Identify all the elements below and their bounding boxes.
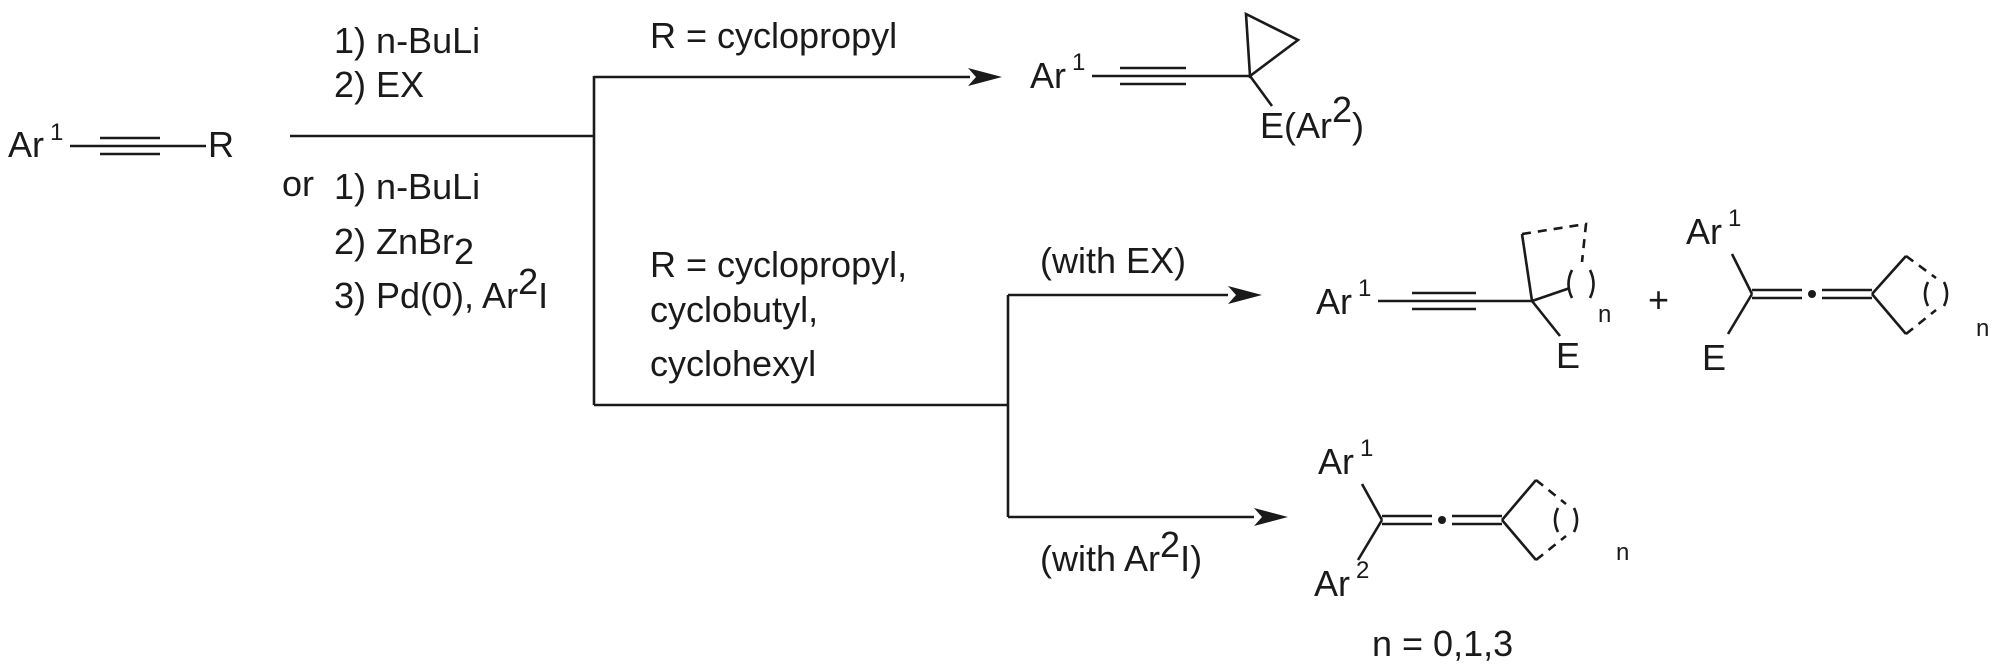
ar2i-allene-ring-paren-left bbox=[1553, 507, 1560, 533]
top-product-cyclopropane-ring bbox=[1244, 11, 1301, 79]
ex-alkyne-ar-label: Ar bbox=[1316, 281, 1352, 322]
split-upper-arrowhead bbox=[1228, 286, 1262, 304]
branch-bottom-label-1: R = cyclopropyl, bbox=[650, 244, 907, 285]
ex-ring-paren-right bbox=[1588, 269, 1595, 299]
split-lower-arrowhead bbox=[1254, 508, 1288, 526]
ar2i-allene-ring-paren-right bbox=[1572, 507, 1579, 533]
ex-ring-left-edge bbox=[1520, 233, 1534, 302]
branch-top-label: R = cyclopropyl bbox=[650, 15, 897, 56]
start-ar-superscript: 1 bbox=[50, 119, 63, 146]
ex-allene-ring-paren-right bbox=[1942, 281, 1949, 307]
top-product-ar-label: Ar bbox=[1030, 55, 1066, 96]
top-product-ar-superscript: 1 bbox=[1072, 49, 1085, 76]
branch-top-arrowhead bbox=[968, 68, 1002, 86]
product-allene-e: Ar 1 E n bbox=[1686, 205, 1989, 378]
ex-ring-lower-edge bbox=[1531, 286, 1571, 303]
condition-alt1: 1) n-BuLi bbox=[334, 166, 480, 207]
condition-alt3: 3) Pd(0), Ar2I bbox=[334, 261, 548, 316]
starting-alkyne: Ar 1 R bbox=[8, 119, 234, 165]
product-allene-ar2: Ar 1 Ar 2 n bbox=[1314, 435, 1629, 604]
ar2i-allene-ring-upper bbox=[1501, 479, 1537, 521]
ex-allene-ring-dashed-lower bbox=[1905, 308, 1937, 336]
reaction-conditions: 1) n-BuLi 2) EX or 1) n-BuLi 2) ZnBr2 3)… bbox=[282, 20, 594, 316]
ex-allene-ar-bond bbox=[1730, 253, 1754, 295]
ex-alkyne-e-bond bbox=[1530, 300, 1562, 337]
product-cycloalkyl-alkyne: Ar 1 n E bbox=[1316, 222, 1611, 376]
ar2i-allene-ar2-superscript: 2 bbox=[1356, 557, 1369, 584]
branch-lines bbox=[592, 68, 1288, 526]
ar2i-allene-ar2-bond bbox=[1356, 519, 1384, 561]
plus-sign: + bbox=[1648, 279, 1669, 320]
product-cyclopropyl-alkyne: Ar 1 E(Ar2) bbox=[1030, 11, 1364, 146]
branch-bottom-label-3: cyclohexyl bbox=[650, 343, 816, 384]
condition-alt2: 2) ZnBr2 bbox=[334, 221, 474, 272]
ex-allene-ar-label: Ar bbox=[1686, 211, 1722, 252]
ex-ring-dashed-edge bbox=[1521, 222, 1588, 263]
with-ar2i-label: (with Ar2I) bbox=[1040, 524, 1202, 579]
ex-ring-n-subscript: n bbox=[1598, 301, 1611, 328]
ex-allene-ar-superscript: 1 bbox=[1728, 205, 1741, 232]
n-values-note: n = 0,1,3 bbox=[1372, 623, 1513, 664]
ex-allene-e-label: E bbox=[1702, 337, 1726, 378]
ar2i-allene-n-subscript: n bbox=[1616, 539, 1629, 566]
ex-ring-paren-left bbox=[1567, 269, 1574, 299]
condition-step2: 2) EX bbox=[334, 64, 424, 105]
ar2i-allene-ring-dashed-lower bbox=[1535, 534, 1567, 562]
ar2i-allene-ar1-bond bbox=[1360, 483, 1384, 521]
start-ar-label: Ar bbox=[8, 124, 44, 165]
ex-allene-n-subscript: n bbox=[1976, 315, 1989, 342]
ex-allene-ring-dashed-upper bbox=[1905, 254, 1937, 280]
ex-allene-ring-upper bbox=[1871, 255, 1907, 295]
start-r-label: R bbox=[208, 124, 234, 165]
with-ex-label: (with EX) bbox=[1040, 240, 1186, 281]
ar2i-allene-ar2-label: Ar bbox=[1314, 563, 1350, 604]
ar2i-allene-ar1-label: Ar bbox=[1318, 441, 1354, 482]
ar2i-allene-ar1-superscript: 1 bbox=[1360, 435, 1373, 462]
ex-alkyne-e-label: E bbox=[1556, 335, 1580, 376]
ex-allene-e-bond bbox=[1726, 293, 1754, 335]
ar2i-allene-central-carbon-dot bbox=[1438, 516, 1446, 524]
condition-or: or bbox=[282, 163, 314, 204]
branch-bottom-label-2: cyclobutyl, bbox=[650, 289, 818, 330]
ex-allene-central-carbon-dot bbox=[1808, 290, 1816, 298]
top-product-e-label: E(Ar2) bbox=[1260, 89, 1364, 146]
ar2i-allene-ring-dashed-upper bbox=[1535, 478, 1567, 506]
ex-alkyne-ar-superscript: 1 bbox=[1358, 275, 1371, 302]
ar2i-allene-ring-lower bbox=[1501, 519, 1537, 561]
condition-step1: 1) n-BuLi bbox=[334, 20, 480, 61]
ex-allene-ring-paren-left bbox=[1923, 281, 1930, 307]
top-product-e-bond bbox=[1248, 75, 1274, 107]
ex-allene-ring-lower bbox=[1871, 293, 1907, 335]
